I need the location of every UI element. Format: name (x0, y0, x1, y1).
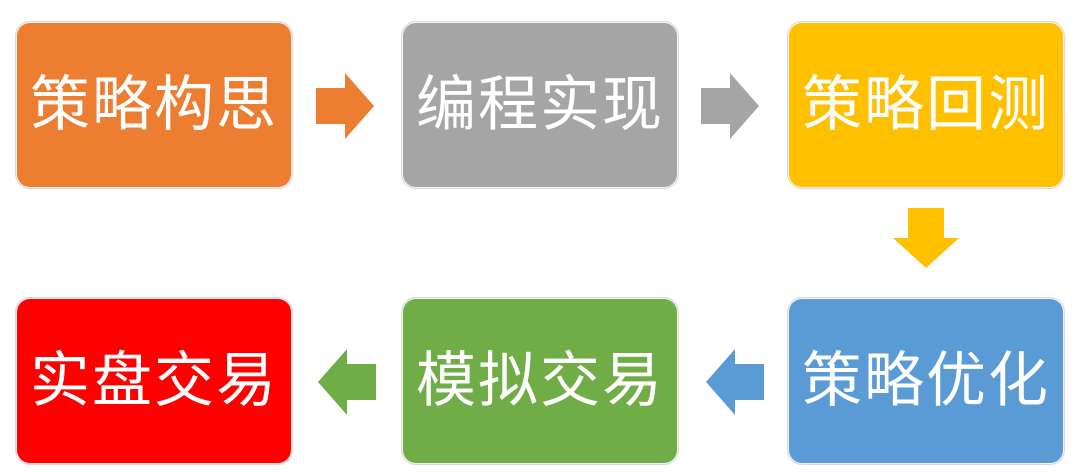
step-label: 模拟交易 (416, 346, 664, 416)
step-live-trading: 实盘交易 (16, 298, 292, 464)
arrow-left-icon (706, 349, 764, 415)
step-label: 策略回测 (802, 70, 1050, 140)
step-simulated-trading: 模拟交易 (402, 298, 678, 464)
arrow-right-icon (316, 73, 374, 139)
step-label: 策略构思 (30, 70, 278, 140)
arrow-down-icon (893, 208, 959, 268)
arrow-left-icon (318, 349, 376, 415)
step-strategy-concept: 策略构思 (16, 22, 292, 188)
step-backtest: 策略回测 (788, 22, 1064, 188)
step-label: 编程实现 (416, 70, 664, 140)
step-label: 策略优化 (802, 346, 1050, 416)
step-label: 实盘交易 (30, 346, 278, 416)
step-optimize: 策略优化 (788, 298, 1064, 464)
arrow-right-icon (701, 73, 759, 139)
step-coding: 编程实现 (402, 22, 678, 188)
